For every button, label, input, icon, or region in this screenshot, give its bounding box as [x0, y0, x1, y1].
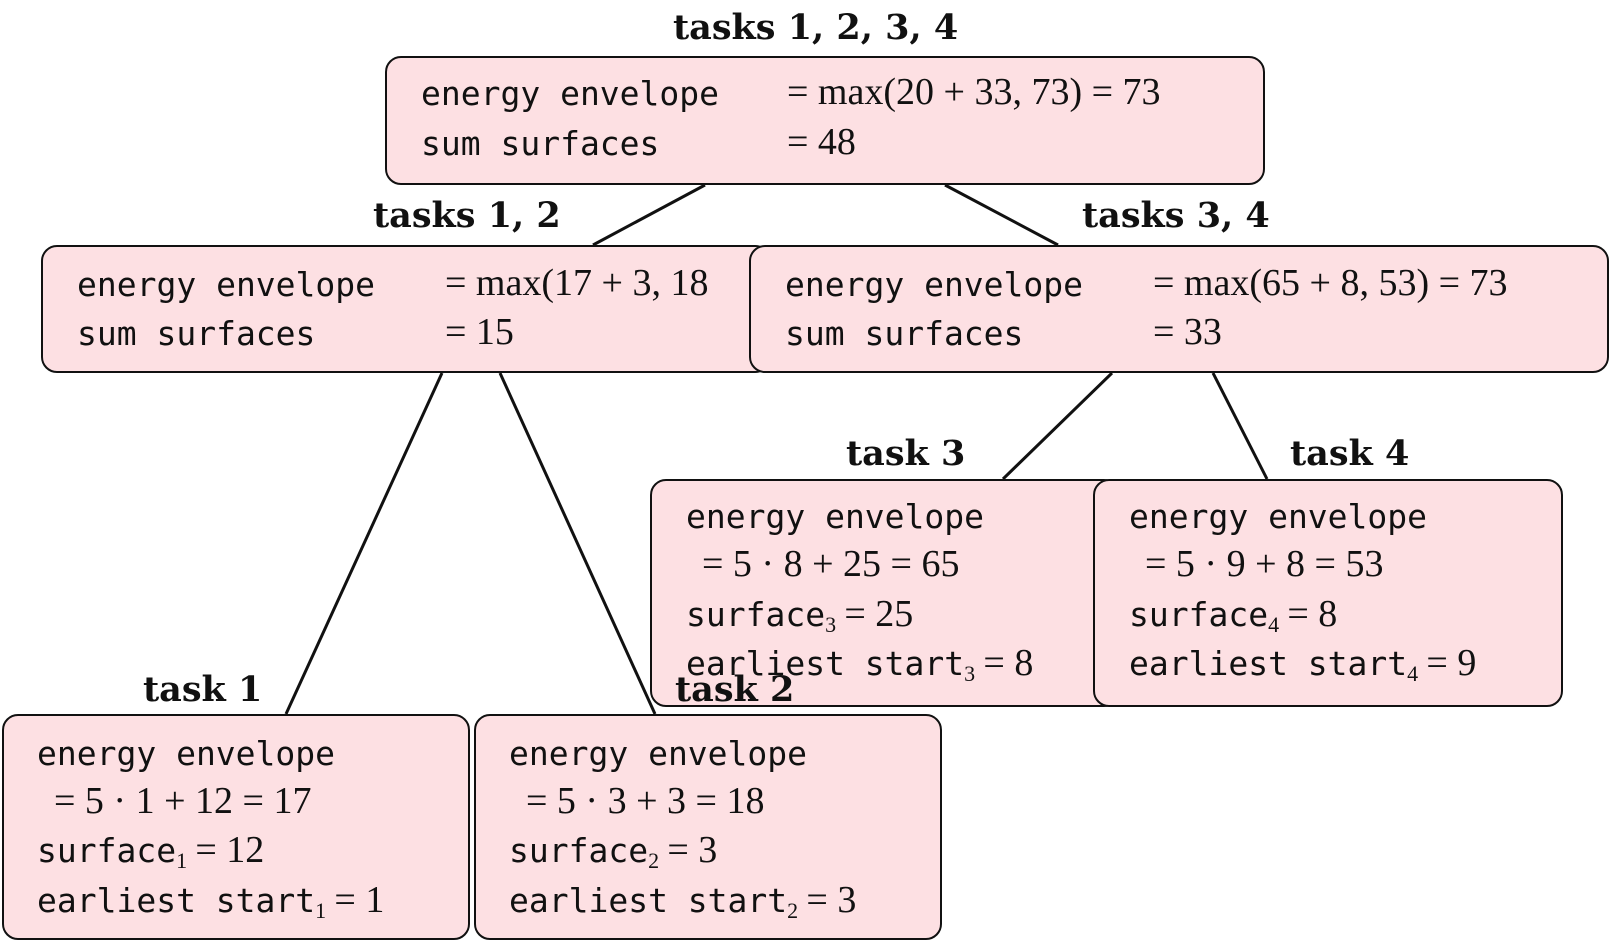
task1-node: energy envelope = 5 · 1 + 12 = 17 surfac… [2, 714, 470, 940]
right-energy-label: energy envelope [785, 265, 1084, 304]
right-node: energy envelope = max(65 + 8, 53) = 73 s… [749, 245, 1609, 373]
task1-earliest-start: earliest start1 = 1 [37, 879, 385, 923]
edge-right-task3 [1001, 371, 1114, 481]
task3-earliest-start: earliest start3 = 8 [686, 642, 1034, 686]
root-node: energy envelope = max(20 + 33, 73) = 73 … [385, 56, 1265, 185]
task2-node: energy envelope = 5 · 3 + 3 = 18 surface… [474, 714, 942, 940]
edge-right-task4 [1211, 372, 1269, 480]
task3-energy-label: energy envelope [686, 497, 985, 536]
task1-energy-formula: = 5 · 1 + 12 = 17 [54, 780, 312, 822]
task2-energy-label: energy envelope [509, 734, 808, 773]
root-energy-label: energy envelope [421, 74, 720, 113]
task2-surface: surface2 = 3 [509, 829, 718, 873]
edge-left-task2 [498, 372, 657, 715]
task4-surface: surface4 = 8 [1129, 593, 1338, 637]
root-sum-value: = 48 [787, 121, 856, 163]
left-sum-value: = 15 [445, 311, 514, 353]
task3-energy-formula: = 5 · 8 + 25 = 65 [702, 543, 960, 585]
edge-root-left [592, 183, 706, 247]
right-sum-label: sum surfaces [785, 314, 1024, 353]
task3-title: task 3 [846, 433, 966, 474]
task1-surface: surface1 = 12 [37, 829, 265, 873]
task2-earliest-start: earliest start2 = 3 [509, 879, 857, 923]
task4-earliest-start: earliest start4 = 9 [1129, 642, 1477, 686]
task3-node: energy envelope = 5 · 8 + 25 = 65 surfac… [650, 479, 1120, 707]
root-title: tasks 1, 2, 3, 4 [673, 7, 959, 48]
task1-energy-label: energy envelope [37, 734, 336, 773]
task4-node: energy envelope = 5 · 9 + 8 = 53 surface… [1093, 479, 1563, 707]
edge-left-task1 [284, 372, 444, 715]
left-sum-label: sum surfaces [77, 314, 316, 353]
task4-title: task 4 [1290, 433, 1410, 474]
left-node: energy envelope = max(17 + 3, 18 sum sur… [41, 245, 771, 373]
right-energy-value: = max(65 + 8, 53) = 73 [1153, 262, 1508, 304]
edge-root-right [944, 183, 1059, 247]
left-title: tasks 1, 2 [373, 195, 561, 236]
root-energy-value: = max(20 + 33, 73) = 73 [787, 71, 1161, 113]
root-sum-label: sum surfaces [421, 124, 660, 163]
task2-title: task 2 [675, 669, 795, 710]
left-energy-label: energy envelope [77, 265, 376, 304]
task4-energy-formula: = 5 · 9 + 8 = 53 [1145, 543, 1384, 585]
task1-title: task 1 [143, 669, 263, 710]
task3-surface: surface3 = 25 [686, 593, 914, 637]
right-title: tasks 3, 4 [1082, 195, 1270, 236]
task4-energy-label: energy envelope [1129, 497, 1428, 536]
task2-energy-formula: = 5 · 3 + 3 = 18 [526, 780, 765, 822]
right-sum-value: = 33 [1153, 311, 1222, 353]
left-energy-value: = max(17 + 3, 18 [445, 262, 709, 304]
